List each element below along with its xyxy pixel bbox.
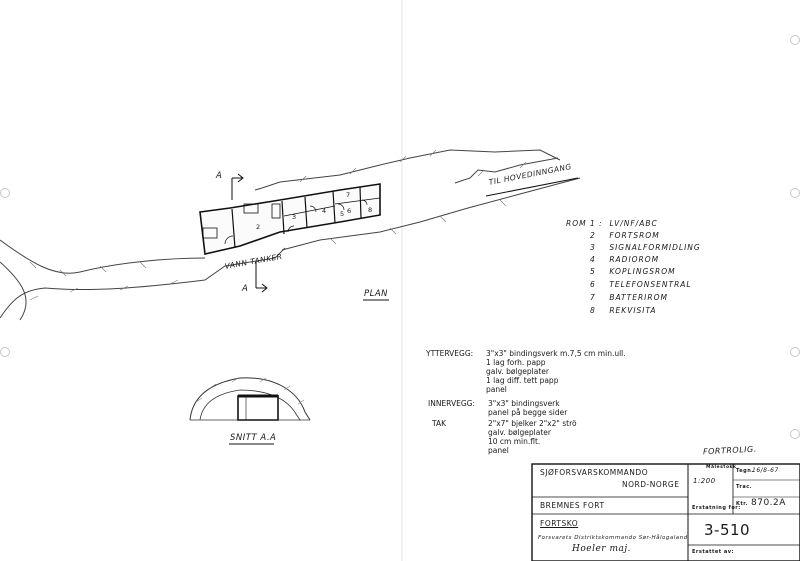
scale-label: Målestokk: [706, 465, 737, 470]
section-marker-bottom: A: [242, 284, 249, 294]
section-view: [189, 377, 311, 421]
corridor-arrow: [485, 177, 579, 197]
room-number-3: 3: [292, 213, 297, 221]
spec-tak-lines: 2"x7" bjelker 2"x2" strö galv. bølgeplat…: [488, 419, 577, 455]
trac-label: Trac.: [736, 484, 753, 490]
punch-holes: [0, 35, 800, 439]
scale-value: 1:200: [693, 477, 716, 485]
room-number-4: 4: [322, 207, 327, 215]
room-number-7: 7: [346, 191, 351, 199]
legend-item: 8 REKVISITA: [590, 306, 657, 315]
drawing-title: FORTSKO: [540, 519, 579, 528]
spec-inner-lines: 3"x3" bindingsverk panel på begge sider: [488, 399, 568, 417]
spec-ytter-label: YTTERVEGG:: [426, 349, 474, 358]
spec-tak-label: TAK: [432, 419, 447, 428]
title-block-frame: [531, 463, 800, 561]
legend-prefix: ROM: [566, 219, 587, 228]
rock-hatching: [29, 149, 527, 301]
org-line-1: SJØFORSVARSKOMMANDO: [540, 468, 649, 477]
section-title: SNITT A.A: [230, 433, 277, 443]
drawing-number: 3-510: [704, 521, 751, 539]
legend-item: 1 : LV/NF/ABC: [590, 219, 658, 228]
legend-item: 5 KOPLINGSROM: [590, 267, 676, 276]
plan-title: PLAN: [364, 289, 389, 299]
replaced-by-label: Erstattet av:: [692, 549, 735, 555]
legend-item: 6 TELEFONSENTRAL: [590, 280, 692, 289]
legend-item: 7 BATTERIROM: [590, 293, 668, 302]
fort-name: BREMNES FORT: [540, 501, 605, 510]
section-arrows: [231, 173, 268, 293]
legend-item: 3 SIGNALFORMIDLING: [590, 243, 701, 252]
room-number-8: 8: [368, 206, 373, 214]
replaces-label: Erstatning for:: [692, 505, 741, 511]
spec-inner-label: INNERVEGG:: [428, 399, 475, 408]
tegn-label: Tegn.: [736, 468, 754, 474]
ktr-label: Ktr.: [736, 501, 748, 507]
building-plan: [199, 183, 381, 255]
legend-item: 2 FORTSROM: [590, 231, 660, 240]
authority-line: Forsvarets Distriktskommando Sør-Hålogal…: [538, 535, 690, 541]
tunnel-outline: [0, 149, 581, 321]
signature: Hoeler maj.: [572, 544, 632, 554]
legend-item: 4 RADIOROM: [590, 255, 660, 264]
room-number-2: 2: [256, 223, 261, 231]
room-number-5: 5: [340, 210, 345, 218]
org-line-2: NORD-NORGE: [622, 480, 680, 489]
spec-ytter-lines: 3"x3" bindingsverk m.7,5 cm min.ull. 1 l…: [486, 349, 626, 394]
ktr-value: 870.2A: [751, 498, 786, 508]
section-marker-top: A: [216, 171, 223, 181]
tegn-value: 16/8-67: [752, 467, 779, 474]
room-number-6: 6: [347, 207, 352, 215]
